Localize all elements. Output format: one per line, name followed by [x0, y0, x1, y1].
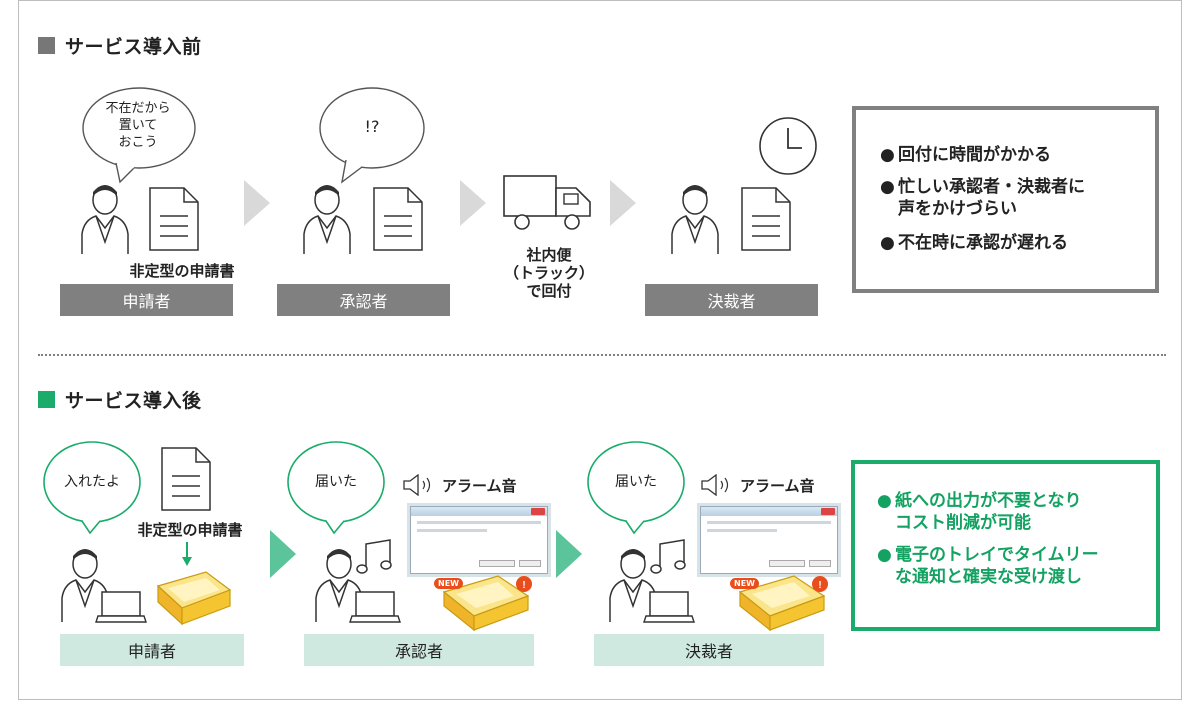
role-bar-approver-before: 承認者 [277, 284, 450, 316]
role-bar-decider-after: 決裁者 [594, 634, 824, 666]
truck-icon [503, 175, 591, 230]
benefits-box: ●紙への出力が不要となりコスト削減が可能 ●電子のトレイでタイムリーな通知と確実… [851, 460, 1160, 631]
music-note-icon-approver [356, 539, 392, 574]
issue-text-2: 忙しい承認者・決裁者に声をかけづらい [898, 176, 1085, 220]
bubble-1-line-3: おこう [118, 135, 158, 150]
flow-arrow-green-2 [556, 530, 582, 578]
benefit-text-1a: 紙への出力が不要となり [895, 491, 1082, 511]
bubble-after-1-text: 入れたよ [64, 474, 120, 490]
document-icon-approver [373, 187, 423, 251]
alarm-text-1: アラーム音 [442, 476, 517, 495]
issue-text-3: 不在時に承認が遅れる [898, 233, 1068, 253]
person-icon-applicant [81, 185, 129, 254]
notification-window-decider [700, 506, 838, 574]
bubble-1-line-1: 不在だから [105, 101, 171, 116]
after-section-title: サービス導入後 [38, 386, 202, 413]
document-icon-applicant [149, 187, 199, 251]
person-icon-approver [303, 185, 351, 254]
role-bar-applicant-before: 申請者 [60, 284, 233, 316]
new-badge-decider: NEW [730, 578, 759, 589]
flow-arrow-green-1 [270, 530, 296, 578]
before-title-text: サービス導入前 [65, 36, 202, 58]
bubble-1-line-2: 置いて [118, 118, 158, 133]
person-icon-decider [671, 185, 719, 254]
svg-text:!: ! [818, 580, 821, 591]
issue-item: ●回付に時間がかかる [880, 145, 1051, 165]
alarm-label-decider: アラーム音 [700, 474, 815, 496]
person-laptop-icon-decider [609, 549, 695, 623]
speech-bubble-1 [82, 87, 196, 184]
issues-box: ●回付に時間がかかる ●忙しい承認者・決裁者に声をかけづらい ●不在時に承認が遅… [852, 106, 1159, 293]
before-doc-caption: 非定型の申請書 [129, 262, 235, 280]
after-title-text: サービス導入後 [65, 390, 202, 412]
truck-caption-line-1: 社内便 [526, 246, 572, 264]
alarm-label-approver: アラーム音 [402, 474, 517, 496]
role-bar-applicant-after: 申請者 [60, 634, 244, 666]
role-bar-approver-after: 承認者 [304, 634, 534, 666]
document-icon-after [161, 447, 211, 511]
before-section-title: サービス導入前 [38, 32, 202, 59]
clock-icon [759, 117, 817, 175]
bubble-after-3-text: 届いた [615, 474, 657, 490]
speech-bubble-2 [319, 87, 425, 184]
benefit-item: ●電子のトレイでタイムリーな通知と確実な受け渡し [877, 544, 1099, 588]
speech-bubble-after-2 [287, 441, 385, 534]
bubble-1-text: 不在だから 置いて おこう [86, 100, 190, 151]
diagram-frame [18, 0, 1182, 700]
music-note-icon-decider [650, 539, 686, 574]
down-arrow-icon [182, 542, 192, 566]
speaker-icon [403, 474, 431, 496]
alarm-text-2: アラーム音 [740, 476, 815, 495]
speaker-icon [701, 474, 729, 496]
benefit-text-2b: な通知と確実な受け渡し [895, 567, 1082, 587]
flow-arrow-2 [460, 180, 486, 226]
bubble-2-text: !? [364, 117, 380, 136]
notification-window-approver [410, 506, 548, 574]
truck-caption-line-3: で回付 [526, 282, 572, 300]
tray-icon-decider: ! [738, 575, 828, 632]
tray-icon-applicant [156, 571, 232, 626]
flow-arrow-1 [244, 180, 270, 226]
issue-text-1: 回付に時間がかかる [898, 145, 1051, 165]
green-square-marker [38, 391, 55, 408]
svg-text:!: ! [522, 580, 525, 591]
role-bar-decider-before: 決裁者 [645, 284, 818, 316]
benefit-text-2a: 電子のトレイでタイムリー [895, 545, 1099, 565]
document-icon-decider [741, 187, 791, 251]
bubble-after-2-text: 届いた [315, 474, 357, 490]
truck-caption: 社内便 （トラック） で回付 [494, 246, 604, 300]
issue-text-2a: 忙しい承認者・決裁者に [898, 177, 1085, 197]
section-divider [38, 354, 1166, 356]
speech-bubble-after-3 [587, 441, 685, 534]
flow-arrow-3 [610, 180, 636, 226]
issue-item: ●不在時に承認が遅れる [880, 233, 1068, 253]
benefit-text-1: 紙への出力が不要となりコスト削減が可能 [895, 490, 1082, 534]
issue-text-2b: 声をかけづらい [898, 199, 1017, 219]
benefit-text-2: 電子のトレイでタイムリーな通知と確実な受け渡し [895, 544, 1099, 588]
new-badge-approver: NEW [434, 578, 463, 589]
truck-caption-line-2: （トラック） [503, 264, 594, 282]
person-laptop-icon-applicant [61, 549, 147, 623]
benefit-item: ●紙への出力が不要となりコスト削減が可能 [877, 490, 1082, 534]
benefit-text-1b: コスト削減が可能 [895, 513, 1031, 533]
issue-item: ●忙しい承認者・決裁者に声をかけづらい [880, 176, 1085, 220]
tray-icon-approver: ! [442, 575, 532, 632]
after-doc-caption: 非定型の申請書 [137, 521, 243, 539]
gray-square-marker [38, 37, 55, 54]
person-laptop-icon-approver [315, 549, 401, 623]
speech-bubble-after-1 [43, 441, 141, 534]
